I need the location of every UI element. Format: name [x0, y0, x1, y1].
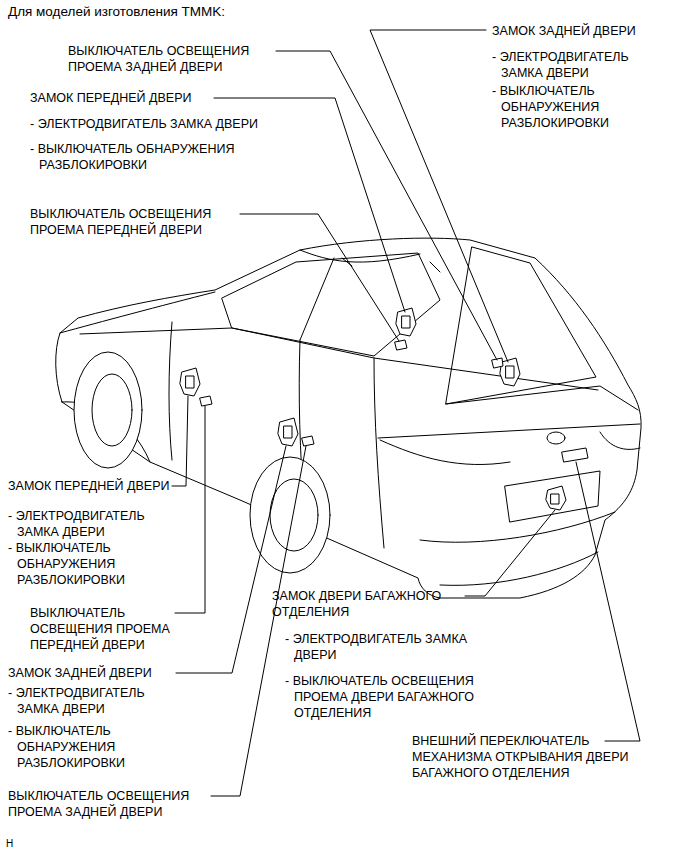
part-label: - ЭЛЕКТРОДВИГАТЕЛЬ ЗАМКА ДВЕРИ: [8, 685, 177, 717]
part-label: ВЫКЛЮЧАТЕЛЬ ОСВЕЩЕНИЯ ПРОЕМА ПЕРЕДНЕЙ ДВ…: [30, 206, 235, 238]
part-label: ЗАМОК ПЕРЕДНЕЙ ДВЕРИ: [8, 478, 173, 494]
part-label: ЗАМОК ДВЕРИ БАГАЖНОГО ОТДЕЛЕНИЯ: [272, 588, 472, 620]
tail-lights: [380, 432, 640, 465]
trunk-lid: [378, 386, 640, 438]
part-label: - ЭЛЕКТРОДВИГАТЕЛЬ ЗАМКА ДВЕРИ: [492, 49, 661, 81]
part-label: ВЫКЛЮЧАТЕЛЬ ОСВЕЩЕНИЯ ПРОЕМА ЗАДНЕЙ ДВЕР…: [8, 788, 238, 820]
b-pillar: [300, 258, 334, 340]
leader-line: [211, 446, 306, 796]
courtesy-switch-symbol: [302, 436, 314, 446]
part-label: ЗАМОК ЗАДНЕЙ ДВЕРИ: [8, 665, 208, 681]
door-lock-symbol: [278, 418, 298, 446]
rear-wheel-rim: [270, 479, 318, 551]
leader-line: [465, 510, 555, 596]
leader-line: [576, 462, 640, 741]
part-label: ЗАМОК ПЕРЕДНЕЙ ДВЕРИ: [30, 90, 230, 106]
door-lock-symbol: [396, 308, 416, 336]
rear-window: [446, 247, 596, 404]
car-body: [56, 238, 641, 598]
part-label: - ВЫКЛЮЧАТЕЛЬ ОБНАРУЖЕНИЯ РАЗБЛОКИРОВКИ: [30, 141, 279, 173]
c-pillar-line: [374, 358, 384, 548]
front-wheel-rim: [92, 374, 132, 446]
leader-line: [370, 30, 508, 362]
part-label: - ЭЛЕКТРОДВИГАТЕЛЬ ЗАМКА ДВЕРИ: [285, 631, 474, 663]
trunk-opener-switch-symbol: [562, 448, 588, 462]
trunk-lock-symbol: [546, 486, 566, 510]
leader-line: [175, 406, 205, 613]
part-label: - ЭЛЕКТРОДВИГАТЕЛЬ ЗАМКА ДВЕРИ: [8, 508, 177, 540]
part-label: ВЫКЛЮЧАТЕЛЬ ОСВЕЩЕНИЯ ПРОЕМА ЗАДНЕЙ ДВЕР…: [68, 43, 283, 75]
door-lock-symbol: [180, 368, 200, 396]
part-label: ЗАМОК ЗАДНЕЙ ДВЕРИ: [492, 23, 672, 39]
rear-wheel: [250, 457, 330, 573]
emblem: [547, 432, 565, 444]
leader-line: [240, 214, 399, 341]
part-label: - ВЫКЛЮЧАТЕЛЬ ОБНАРУЖЕНИЯ РАЗБЛОКИРОВКИ: [8, 723, 147, 771]
belt-line: [80, 328, 598, 390]
side-windows: [222, 253, 440, 356]
license-plate: [505, 471, 600, 522]
part-label: ВЫКЛЮЧАТЕЛЬ ОСВЕЩЕНИЯ ПРОЕМА ПЕРЕДНЕЙ ДВ…: [30, 605, 190, 653]
diagram-title: Для моделей изготовления TMMK:: [8, 4, 225, 20]
courtesy-switch-symbol: [395, 340, 407, 350]
leader-line: [172, 396, 188, 486]
courtesy-switch-symbol: [492, 358, 503, 368]
part-label: - ВЫКЛЮЧАТЕЛЬ ОБНАРУЖЕНИЯ РАЗБЛОКИРОВКИ: [492, 83, 631, 131]
part-label: - ВЫКЛЮЧАТЕЛЬ ОБНАРУЖЕНИЯ РАЗБЛОКИРОВКИ: [8, 540, 147, 588]
part-label: - ЭЛЕКТРОДВИГАТЕЛЬ ЗАМКА ДВЕРИ: [30, 116, 309, 132]
rear-bumper: [420, 512, 615, 585]
front-door-line: [169, 322, 172, 460]
leader-lines: [172, 30, 640, 796]
figure-code: H: [6, 836, 46, 852]
courtesy-switch-symbol: [200, 396, 212, 406]
front-wheel: [74, 352, 142, 468]
leader-line: [276, 51, 497, 360]
roof-line: [300, 250, 420, 262]
part-label: ВНЕШНИЙ ПЕРЕКЛЮЧАТЕЛЬ МЕХАНИЗМА ОТКРЫВАН…: [412, 733, 647, 781]
part-label: - ВЫКЛЮЧАТЕЛЬ ОСВЕЩЕНИЯ ПРОЕМА ДВЕРИ БАГ…: [285, 673, 509, 721]
